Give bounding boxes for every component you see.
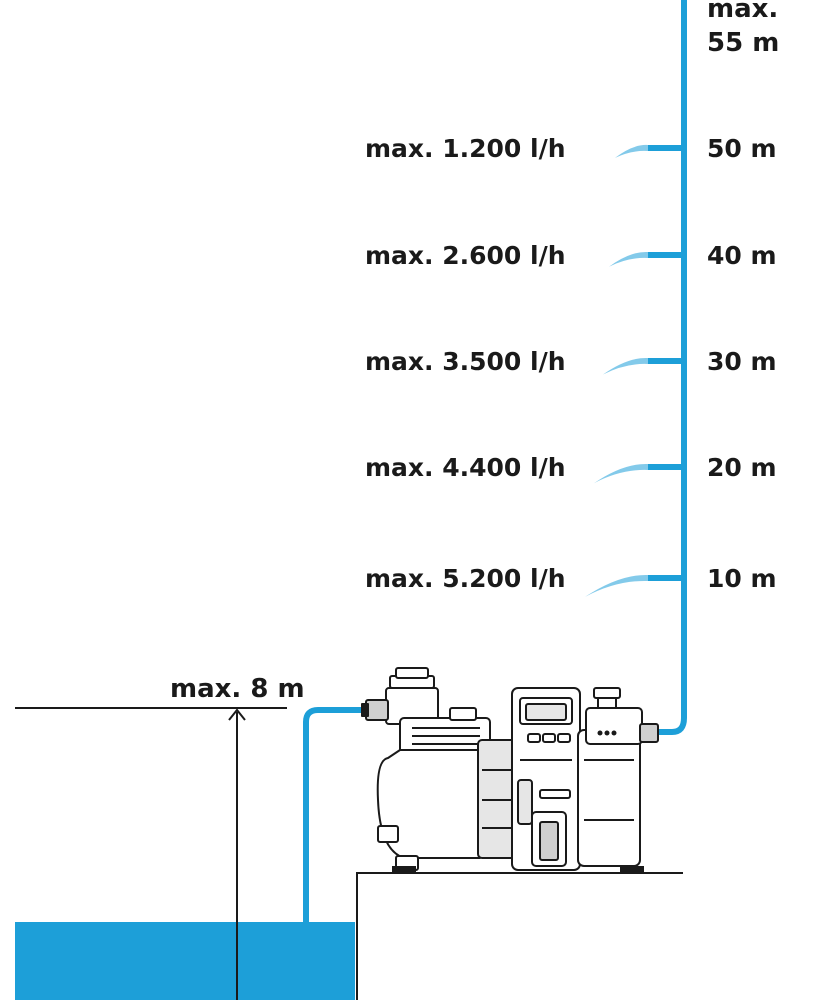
flow-label: max. 5.200 l/h [365,564,566,593]
suction-height-label: max. 8 m [170,674,305,704]
water-jet-icon [609,251,648,267]
height-label: 50 m [707,134,777,163]
pressure-pipe [658,0,687,735]
platform-outline [356,872,683,1000]
max-height-label-line2: 55 m [707,28,779,58]
water-jet-icon [615,144,648,158]
arrow-up-icon [228,708,246,1000]
water-jet-icon [585,574,648,597]
pump-icon [361,667,659,874]
water-reservoir [15,922,355,1000]
max-height-label-line1: max. [707,0,778,24]
height-label: 40 m [707,241,777,270]
water-jets [585,144,684,597]
flow-label: max. 2.600 l/h [365,241,566,270]
water-jet-icon [603,357,648,375]
height-label: 20 m [707,453,777,482]
level-labels: max. 1.200 l/h 50 m max. 2.600 l/h 40 m max.… [365,134,777,593]
height-label: 30 m [707,347,777,376]
flow-label: max. 4.400 l/h [365,453,566,482]
height-label: 10 m [707,564,777,593]
suction-pipe [303,707,366,922]
water-jet-icon [594,463,648,484]
flow-label: max. 3.500 l/h [365,347,566,376]
flow-label: max. 1.200 l/h [365,134,566,163]
